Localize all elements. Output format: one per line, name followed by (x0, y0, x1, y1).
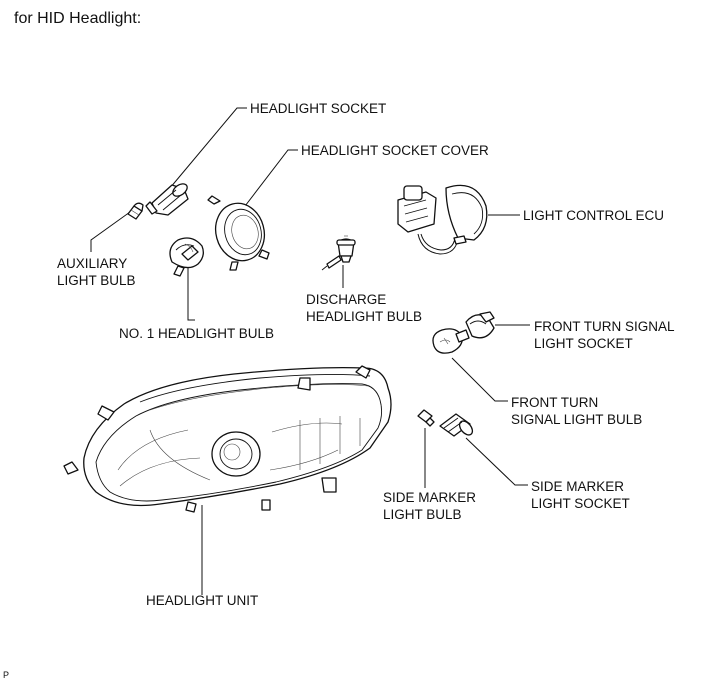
front-turn-signal-drawing (432, 311, 495, 354)
label-no1-headlight-bulb: NO. 1 HEADLIGHT BULB (119, 326, 275, 341)
figure-code: P (3, 670, 10, 680)
diagram-title: for HID Headlight: (14, 10, 142, 27)
leader-headlight-socket (169, 107, 247, 189)
discharge-headlight-bulb-drawing (321, 235, 356, 271)
label-headlight-unit: HEADLIGHT UNIT (146, 593, 259, 608)
leader-no1-headlight-bulb (187, 268, 195, 321)
label-headlight-socket-cover: HEADLIGHT SOCKET COVER (301, 143, 489, 158)
auxiliary-light-bulb-drawing (127, 202, 144, 220)
leader-auxiliary-light-bulb (90, 211, 131, 252)
label-front-turn-signal-light-bulb: FRONT TURN SIGNAL LIGHT BULB (511, 395, 643, 427)
label-headlight-socket: HEADLIGHT SOCKET (250, 101, 387, 116)
headlight-unit-drawing (63, 365, 392, 513)
headlight-socket-drawing (145, 183, 189, 216)
side-marker-drawing (417, 409, 474, 437)
leader-headlight-socket-cover (241, 149, 298, 211)
label-light-control-ecu: LIGHT CONTROL ECU (523, 208, 665, 223)
headlight-socket-cover-drawing (207, 195, 270, 271)
label-side-marker-light-bulb: SIDE MARKER LIGHT BULB (383, 490, 477, 522)
label-discharge-headlight-bulb: DISCHARGE HEADLIGHT BULB (306, 292, 423, 324)
leader-front-turn-signal-bulb (451, 357, 508, 402)
light-control-ecu-drawing (397, 184, 488, 255)
label-auxiliary-light-bulb: AUXILIARY LIGHT BULB (57, 256, 136, 288)
no1-headlight-bulb-drawing (169, 237, 204, 277)
leader-lines (90, 107, 530, 595)
label-front-turn-signal-light-socket: FRONT TURN SIGNAL LIGHT SOCKET (534, 319, 675, 351)
leader-side-marker-socket (465, 437, 528, 486)
label-side-marker-light-socket: SIDE MARKER LIGHT SOCKET (531, 479, 630, 511)
